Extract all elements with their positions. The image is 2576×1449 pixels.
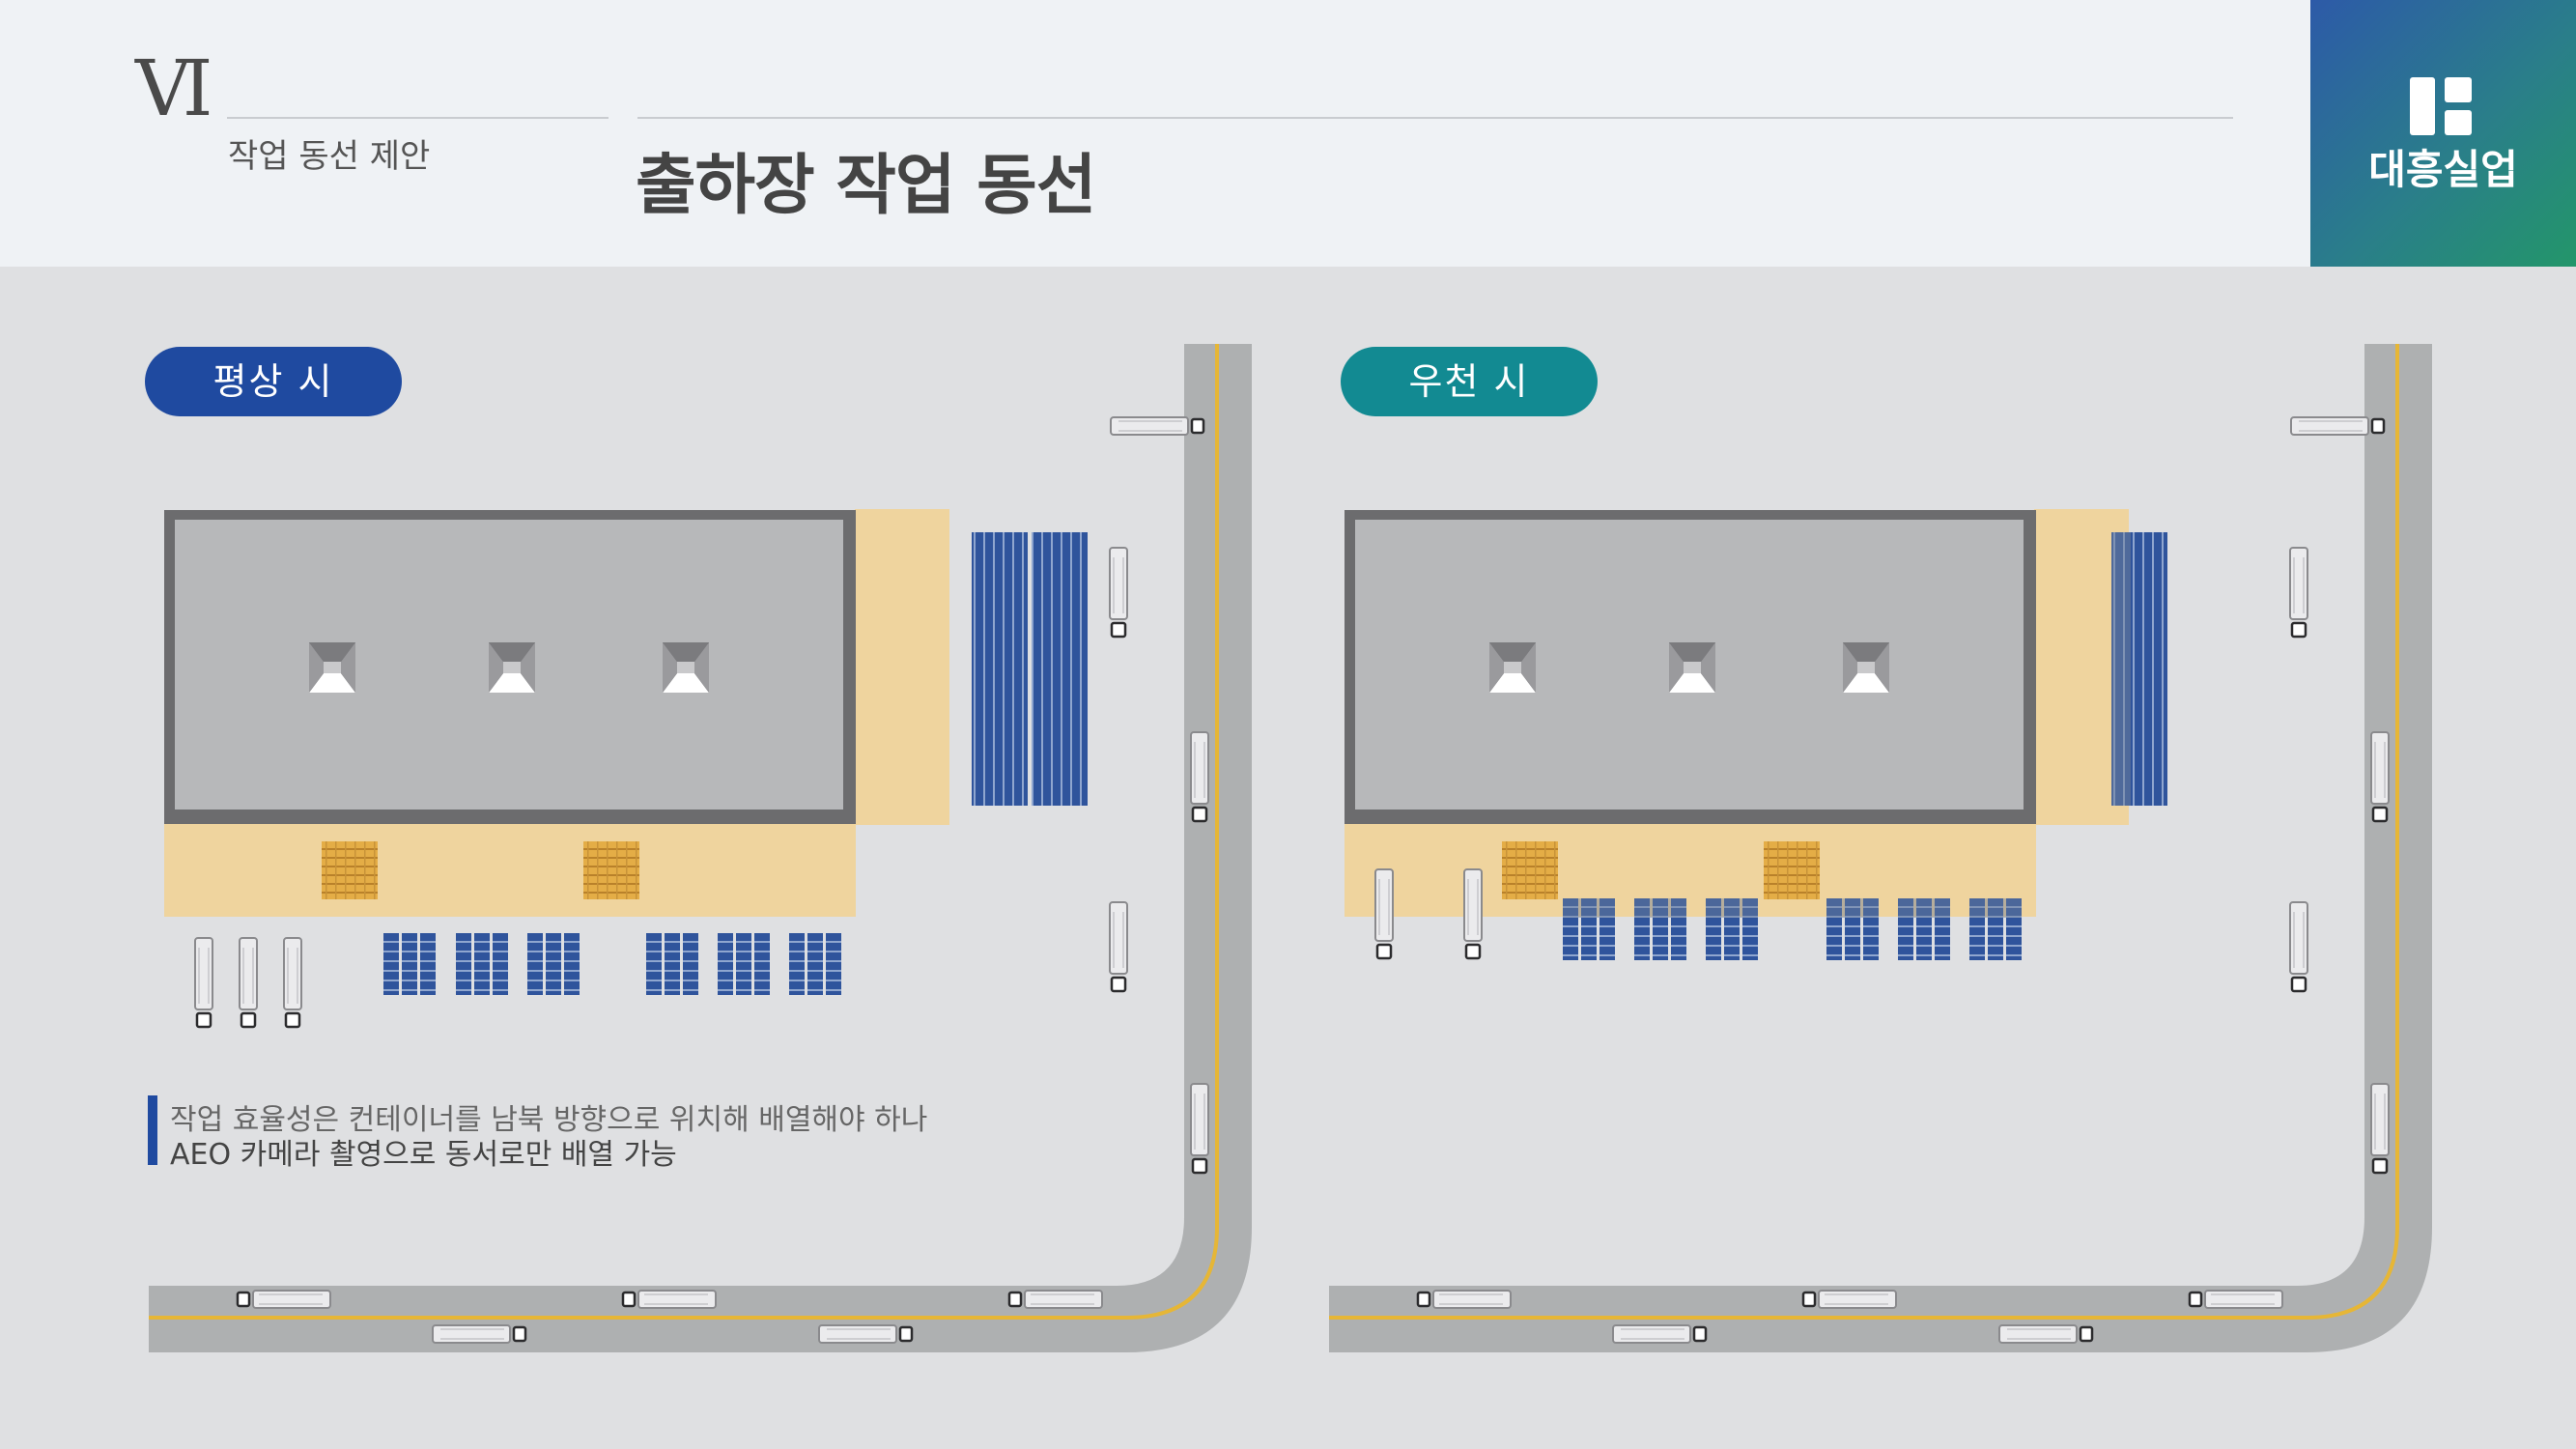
loading-dock-east xyxy=(855,509,949,825)
scenario-normal-badge: 평상 시 xyxy=(145,347,402,416)
road-centerline xyxy=(1329,344,2399,1320)
loading-dock-south xyxy=(164,823,856,917)
note-line-2: AEO 카메라 촬영으로 동서로만 배열 가능 xyxy=(170,1138,677,1172)
header-divider-left xyxy=(227,117,609,119)
chapter-numeral: Ⅵ xyxy=(135,43,212,133)
page-title: 출하장 작업 동선 xyxy=(636,148,1096,224)
section-label: 작업 동선 제안 xyxy=(228,137,431,176)
daeheung-logo-icon xyxy=(2410,77,2472,135)
container-stack xyxy=(972,532,1028,806)
header-divider-right xyxy=(637,117,2233,119)
road-centerline xyxy=(149,344,1219,1320)
scenario-rain-badge: 우천 시 xyxy=(1341,347,1598,416)
scenario-rain-diagram xyxy=(1329,344,2432,1352)
site-diagram xyxy=(149,344,2432,1352)
scenario-normal-diagram xyxy=(149,344,1252,1352)
note-line-1: 작업 효율성은 컨테이너를 남북 방향으로 위치해 배열해야 하나 xyxy=(170,1103,928,1137)
brand-logo: 대흥실업 xyxy=(2310,0,2576,267)
note-accent-bar xyxy=(148,1095,157,1165)
brand-name: 대흥실업 xyxy=(2368,146,2518,193)
page-header: Ⅵ 작업 동선 제안 출하장 작업 동선 대흥실업 xyxy=(0,0,2576,267)
